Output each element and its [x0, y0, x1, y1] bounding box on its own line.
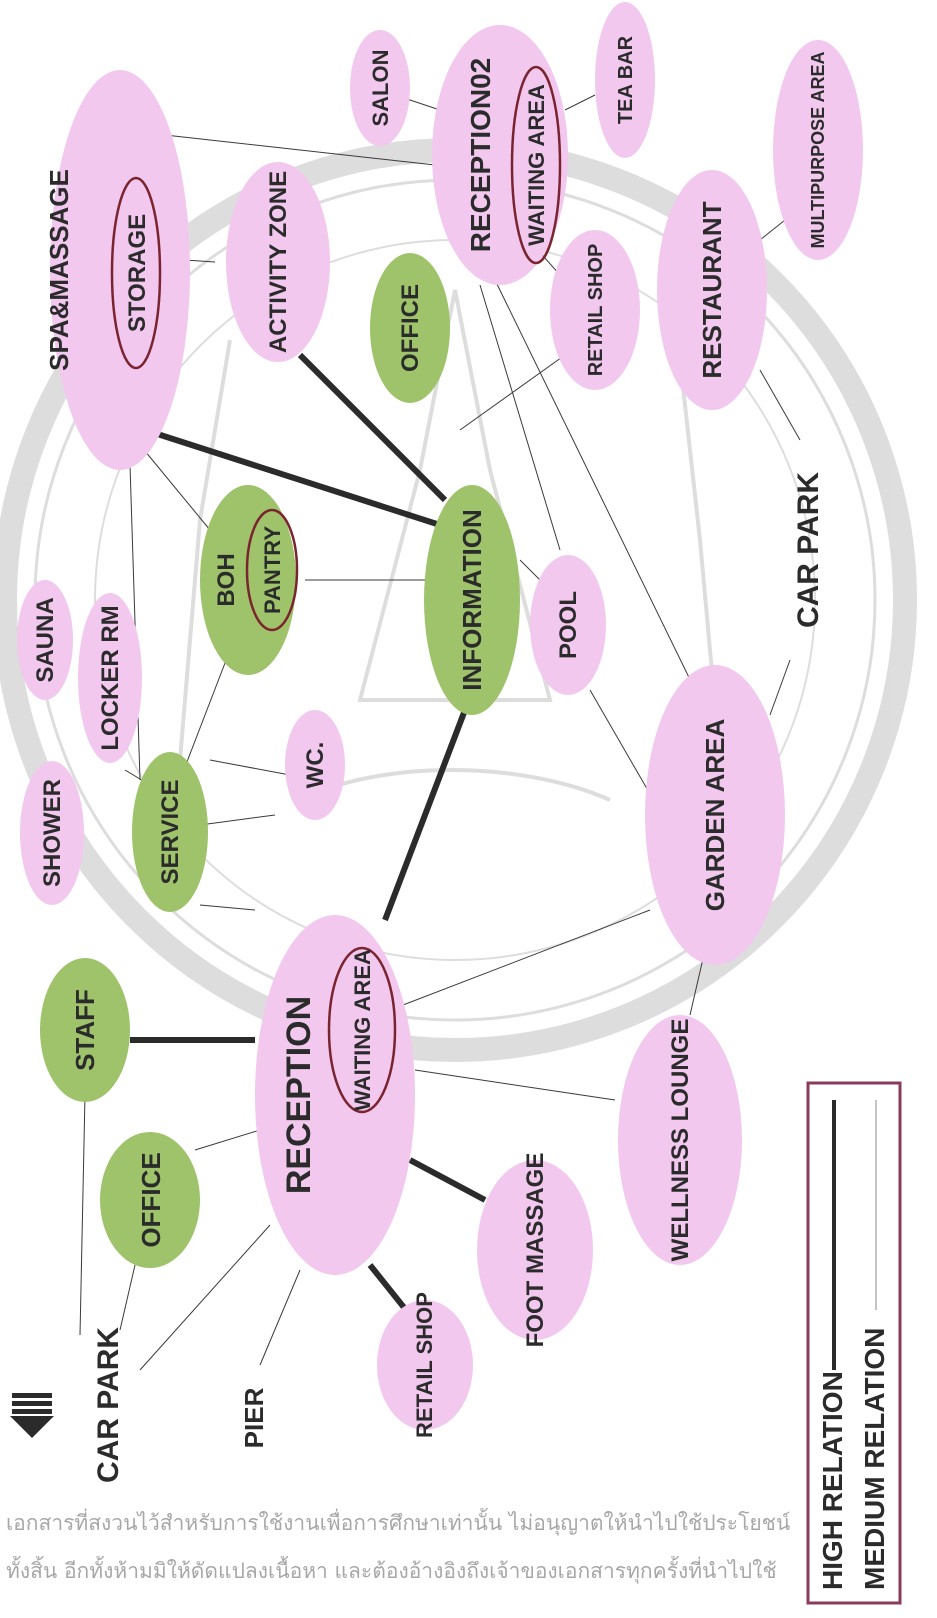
- inner-rings: [110, 65, 562, 1114]
- wellness-lounge-label: WELLNESS LOUNGE: [667, 1019, 694, 1262]
- staff-bubble: [40, 958, 130, 1102]
- foot-massage-bubble: [477, 1160, 593, 1340]
- reception02-waiting-ring: [510, 65, 562, 265]
- legend-box: [806, 1081, 902, 1605]
- locker-rm-label: LOCKER RM: [97, 605, 124, 750]
- pantry-ring: [245, 508, 299, 632]
- legend: HIGH RELATION MEDIUM RELATION: [806, 1081, 902, 1605]
- information-bubble: [424, 485, 520, 715]
- thai-watermark: เอกสารที่สงวนไว้สำหรับการใช้งานเพื่อการศ…: [6, 1508, 791, 1584]
- garden-area-label: GARDEN AREA: [700, 718, 730, 911]
- spa-massage-label: SPA&MASSAGE: [44, 169, 74, 371]
- multipurpose-area-label: MULTIPURPOSE AREA: [808, 51, 828, 248]
- retail-shop-bottom-bubble: [377, 1300, 473, 1430]
- down-arrow-icon: [10, 1393, 54, 1438]
- car-park-left-label: CAR PARK: [92, 1327, 125, 1483]
- high-relation-lines: [130, 352, 487, 1317]
- wc-label: WC.: [302, 742, 329, 789]
- shower-bubble: [20, 761, 84, 905]
- foot-massage-label: FOOT MASSAGE: [522, 1153, 549, 1348]
- tea-bar-label: TEA BAR: [615, 35, 637, 124]
- activity-zone-bubble: [226, 162, 330, 362]
- watermark-line-1: เอกสารที่สงวนไว้สำหรับการใช้งานเพื่อการศ…: [6, 1508, 791, 1536]
- legend-high-label: HIGH RELATION: [817, 1371, 848, 1590]
- node-labels: CAR PARK PIER OFFICE STAFF RETAIL SHOP F…: [32, 35, 828, 1483]
- wellness-lounge-bubble: [618, 1015, 742, 1265]
- spa-massage-bubble: [50, 70, 190, 470]
- reception02-bubble: [432, 25, 568, 285]
- staff-label: STAFF: [70, 989, 100, 1071]
- office-left-bubble: [100, 1132, 200, 1268]
- boh-label: BOH: [213, 553, 240, 606]
- office-upper-bubble: [370, 253, 450, 403]
- garden-area-bubble: [645, 665, 785, 965]
- reception-bubble: [255, 915, 415, 1275]
- service-bubble: [132, 752, 208, 912]
- reception02-waiting-label: WAITING AREA: [524, 84, 549, 246]
- pool-bubble: [530, 555, 606, 695]
- retail-shop-bottom-label-1: RETAIL SHOP: [412, 1292, 437, 1438]
- storage-ring: [110, 176, 162, 370]
- reception-waiting-ring: [327, 946, 397, 1114]
- salon-label: SALON: [368, 50, 393, 127]
- pantry-label: PANTRY: [260, 526, 285, 614]
- sauna-bubble: [17, 580, 73, 700]
- restaurant-label: RESTAURANT: [697, 201, 727, 378]
- retail-shop-upper-bubble: [550, 230, 640, 390]
- reception-label: RECEPTION: [280, 996, 318, 1194]
- car-park-right-label: CAR PARK: [792, 472, 825, 628]
- wc-bubble: [285, 710, 345, 820]
- retail-shop-upper-label: RETAIL SHOP: [585, 244, 607, 377]
- activity-zone-label: ACTIVITY ZONE: [265, 171, 292, 353]
- salon-bubble: [350, 30, 410, 146]
- office-upper-label: OFFICE: [397, 284, 424, 372]
- legend-medium-label: MEDIUM RELATION: [859, 1328, 890, 1590]
- watermark-line-2: ทั้งสิ้น อีกทั้งห้ามมิให้ดัดแปลงเนื้อหา …: [6, 1556, 777, 1584]
- multipurpose-bubble: [773, 40, 863, 260]
- storage-label: STORAGE: [124, 214, 151, 332]
- shower-label: SHOWER: [39, 779, 66, 887]
- locker-bubble: [78, 593, 142, 763]
- tea-bar-bubble: [595, 2, 655, 158]
- reception-waiting-label: WAITING AREA: [350, 949, 375, 1111]
- pier-label: PIER: [239, 1387, 269, 1448]
- service-label: SERVICE: [157, 780, 184, 885]
- bubbles: [17, 2, 863, 1430]
- pool-label: POOL: [555, 591, 582, 659]
- reception02-label: RECEPTION02: [465, 58, 496, 253]
- office-left-label: OFFICE: [136, 1152, 166, 1247]
- sauna-label: SAUNA: [32, 597, 59, 682]
- restaurant-bubble: [657, 170, 767, 410]
- information-label: INFORMATION: [457, 509, 487, 691]
